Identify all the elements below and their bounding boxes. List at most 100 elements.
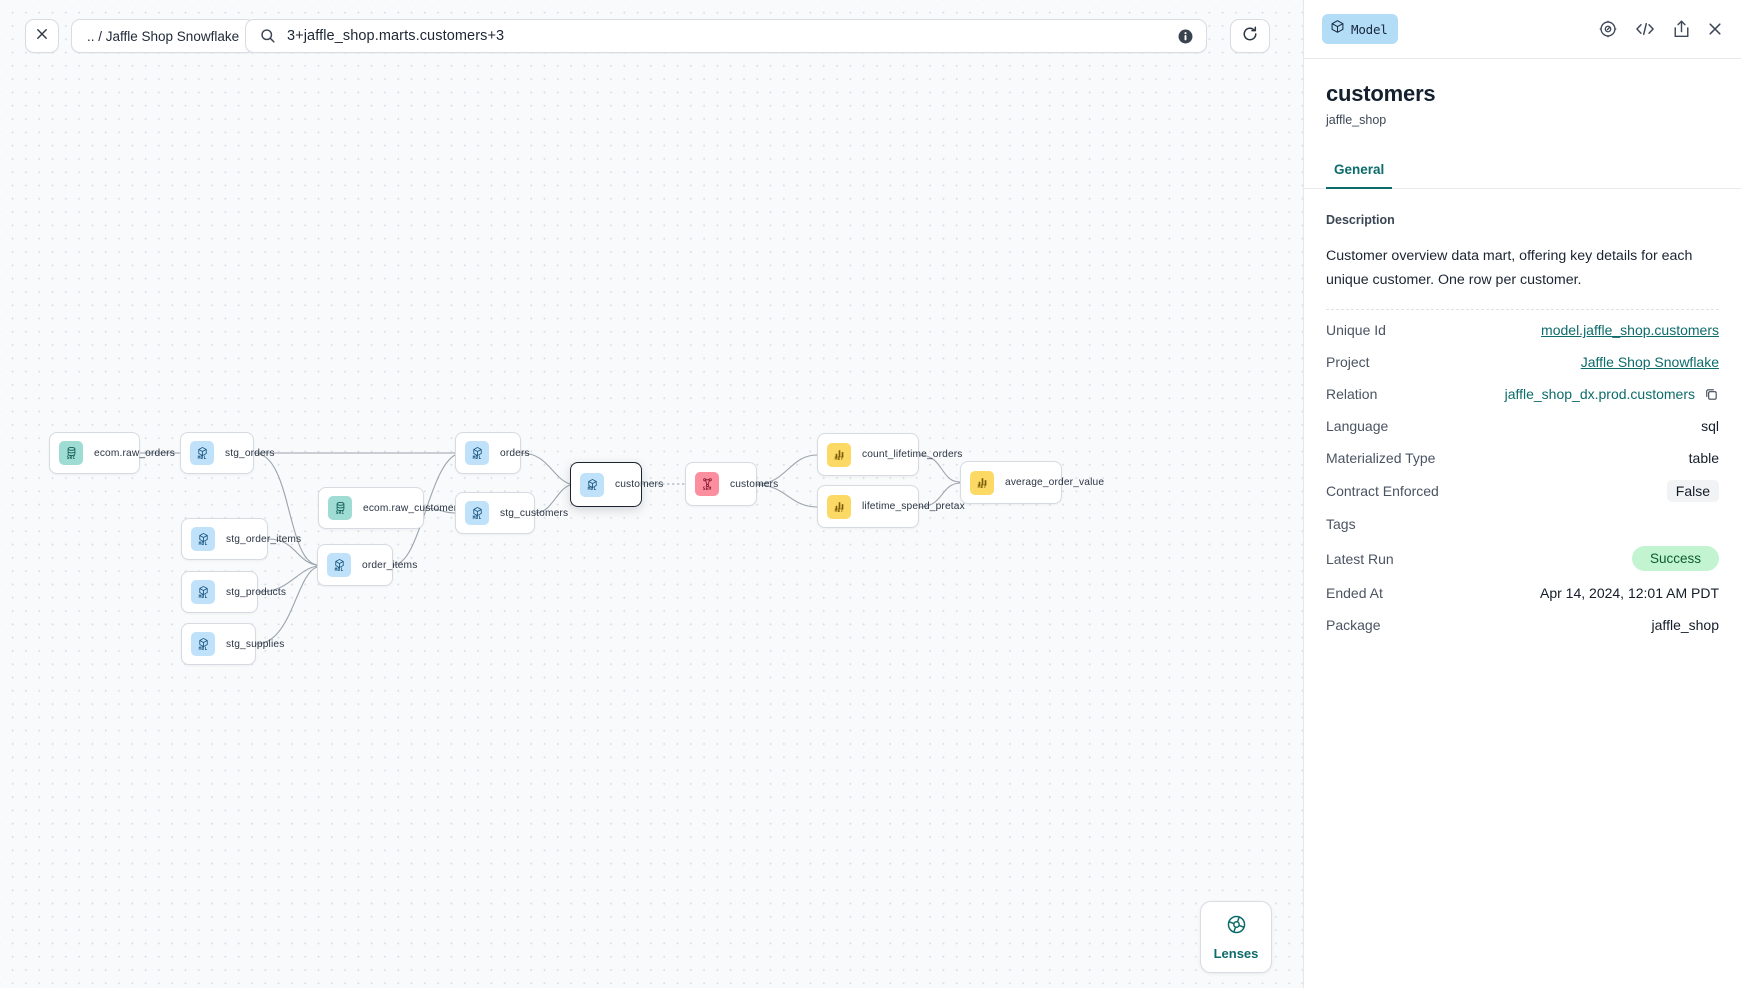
- node-label: customers: [615, 479, 664, 490]
- node-label: ecom.raw_customers: [363, 502, 463, 514]
- lineage-node-lifetime-spend-pretax[interactable]: MET lifetime_spend_pretax: [817, 485, 965, 528]
- property-key: Language: [1326, 418, 1389, 434]
- code-icon[interactable]: [1634, 19, 1656, 39]
- property-value[interactable]: Jaffle Shop Snowflake: [1580, 354, 1719, 370]
- panel-tabs: General: [1304, 156, 1741, 189]
- close-icon: [35, 27, 49, 46]
- node-label: stg_orders: [225, 447, 275, 459]
- node-type-badge-met: MET: [827, 442, 851, 467]
- node-type-badge-sem: SEM: [695, 472, 719, 496]
- node-type-badge-mdl: MDL: [327, 553, 351, 577]
- close-graph-button[interactable]: [25, 19, 59, 53]
- node-type-badge-mdl: MDL: [465, 441, 489, 465]
- close-panel-icon[interactable]: [1707, 21, 1723, 37]
- node-type-badge-mdl: MDL: [191, 632, 215, 656]
- lineage-search-bar[interactable]: [245, 19, 1207, 53]
- property-value[interactable]: model.jaffle_shop.customers: [1541, 322, 1719, 338]
- property-row: Unique Id model.jaffle_shop.customers: [1326, 314, 1719, 346]
- resource-type-chip[interactable]: Model: [1322, 14, 1398, 44]
- property-value: Success: [1631, 546, 1719, 571]
- met-icon: [834, 446, 845, 458]
- lenses-label: Lenses: [1213, 945, 1259, 961]
- met-icon: [834, 498, 845, 510]
- refresh-button[interactable]: [1230, 19, 1270, 53]
- node-label: count_lifetime_orders: [862, 449, 963, 460]
- property-row: Materialized Type table: [1326, 442, 1719, 474]
- mdl-icon: [334, 556, 345, 569]
- node-type-badge-mdl: MDL: [465, 501, 489, 525]
- description-text: Customer overview data mart, offering ke…: [1326, 248, 1693, 288]
- lineage-node-stg-orders[interactable]: MDL stg_orders: [180, 432, 274, 474]
- lineage-node-count-lifetime-orders[interactable]: MET count_lifetime_orders: [817, 433, 962, 476]
- property-key: Materialized Type: [1326, 450, 1436, 466]
- node-label: stg_customers: [500, 507, 569, 519]
- property-row: Ended At Apr 14, 2024, 12:01 AM PDT: [1326, 577, 1719, 609]
- property-value-group: jaffle_shop_dx.prod.customers: [1505, 386, 1719, 402]
- property-key: Project: [1326, 354, 1370, 370]
- property-row: Project Jaffle Shop Snowflake: [1326, 346, 1719, 378]
- node-label: stg_order_items: [226, 533, 302, 545]
- node-label: stg_products: [226, 586, 287, 598]
- info-icon[interactable]: [1177, 28, 1194, 45]
- property-value: table: [1688, 450, 1719, 466]
- node-label: order_items: [362, 559, 418, 571]
- lineage-node-customers-model[interactable]: MDL customers: [570, 462, 663, 507]
- lens-icon[interactable]: [1598, 19, 1618, 39]
- property-row: Relation jaffle_shop_dx.prod.customers: [1326, 378, 1719, 410]
- search-input[interactable]: [287, 28, 1169, 44]
- breadcrumb[interactable]: .. / Jaffle Shop Snowflake: [71, 19, 256, 53]
- property-key: Unique Id: [1326, 322, 1386, 338]
- property-key: Relation: [1326, 386, 1378, 402]
- node-type-badge-src: SRC: [328, 496, 352, 520]
- src-icon: [66, 444, 77, 457]
- property-key: Ended At: [1326, 585, 1383, 601]
- mdl-icon: [472, 504, 483, 517]
- details-panel-header: Model: [1304, 0, 1741, 59]
- page-title: customers: [1326, 81, 1436, 106]
- property-value: Apr 14, 2024, 12:01 AM PDT: [1540, 585, 1719, 601]
- lenses-button[interactable]: Lenses: [1200, 901, 1272, 973]
- src-icon: [335, 499, 346, 512]
- node-type-badge-mdl: MDL: [190, 441, 214, 465]
- node-type-badge-met: MET: [970, 470, 994, 495]
- lineage-node-stg-customers[interactable]: MDL stg_customers: [455, 492, 568, 534]
- node-type-badge-met: MET: [827, 494, 851, 519]
- mdl-icon: [472, 444, 483, 457]
- aperture-icon: [1226, 914, 1247, 940]
- search-icon: [260, 28, 276, 44]
- page-subtitle: jaffle_shop: [1326, 113, 1387, 127]
- breadcrumb-label: .. / Jaffle Shop Snowflake: [87, 28, 240, 44]
- node-label: ecom.raw_orders: [94, 447, 175, 459]
- lineage-edges: [140, 452, 961, 645]
- met-icon: [977, 474, 988, 486]
- property-value: jaffle_shop: [1651, 617, 1719, 633]
- node-type-badge-mdl: MDL: [191, 580, 215, 604]
- tab-general[interactable]: General: [1326, 156, 1393, 189]
- details-panel-titleblock: customers jaffle_shop: [1304, 59, 1741, 127]
- mdl-icon: [198, 530, 209, 543]
- copy-icon[interactable]: [1704, 387, 1719, 402]
- panel-header-actions: [1598, 19, 1729, 39]
- lineage-node-ecom-raw-customers[interactable]: SRC ecom.raw_customers: [318, 487, 462, 529]
- sem-icon: [702, 475, 713, 488]
- lineage-node-stg-products[interactable]: MDL stg_products: [181, 571, 286, 613]
- node-label: lifetime_spend_pretax: [862, 501, 965, 512]
- share-icon[interactable]: [1672, 19, 1691, 39]
- node-type-badge-mdl: MDL: [191, 527, 215, 551]
- mdl-icon: [198, 635, 209, 648]
- property-key: Contract Enforced: [1326, 483, 1439, 499]
- lineage-node-stg-order-items[interactable]: MDL stg_order_items: [181, 518, 301, 560]
- resource-type-label: Model: [1351, 21, 1388, 37]
- node-type-badge-mdl: MDL: [580, 472, 604, 497]
- lineage-node-order-items[interactable]: MDL order_items: [317, 544, 417, 586]
